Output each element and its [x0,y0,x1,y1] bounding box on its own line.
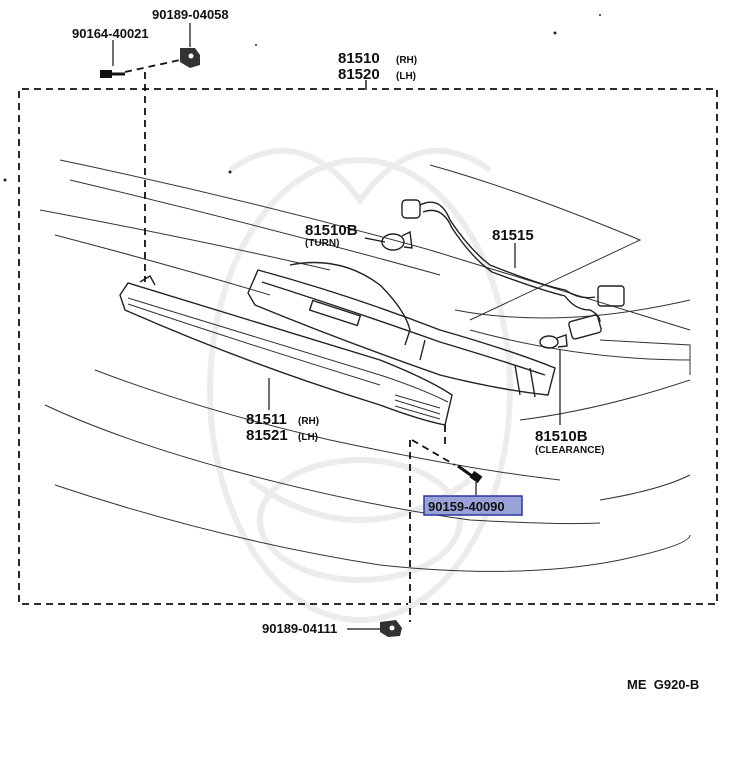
assembly-boundary [18,88,718,605]
car-body-lines [39,159,691,572]
label-turn-bulb-note: (TURN) [305,238,339,249]
clip-top-icon [180,48,200,68]
screw-bottom-icon [457,464,483,484]
label-socket-wire[interactable]: 81515 [492,227,534,244]
label-lamp-assy-lh-side: (LH) [396,71,416,82]
watermark-emblem [207,147,513,623]
lamp-housing [247,261,556,398]
label-clearance-bulb[interactable]: 81510B [535,428,588,445]
label-screw-top[interactable]: 90164-40021 [72,26,149,41]
clip-bottom-icon [380,620,402,637]
label-screw-highlighted[interactable]: 90159-40090 [428,499,505,514]
fastener-paths [124,59,456,622]
label-lens-rh-side: (RH) [298,416,319,427]
label-lamp-assy-rh-side: (RH) [396,55,417,66]
lens [119,275,453,426]
highlighted-part-box[interactable] [423,495,523,516]
label-lamp-assy-rh[interactable]: 81510 [338,50,380,67]
leader-lines [112,23,561,630]
figure-code: ME G920-B [627,677,699,692]
label-clearance-bulb-note: (CLEARANCE) [535,445,604,456]
screw-top-icon [100,70,125,78]
label-clip-top[interactable]: 90189-04058 [152,7,229,22]
label-lens-lh[interactable]: 81521 [246,427,288,444]
label-turn-bulb[interactable]: 81510B [305,222,358,239]
label-lens-rh[interactable]: 81511 [246,411,287,428]
clearance-bulb-icon [539,334,568,349]
label-lens-lh-side: (LH) [298,432,318,443]
socket-wire-icon [401,199,625,340]
label-lamp-assy-lh[interactable]: 81520 [338,66,380,83]
scan-specks [3,14,601,182]
label-clip-bottom[interactable]: 90189-04111 [262,621,337,636]
